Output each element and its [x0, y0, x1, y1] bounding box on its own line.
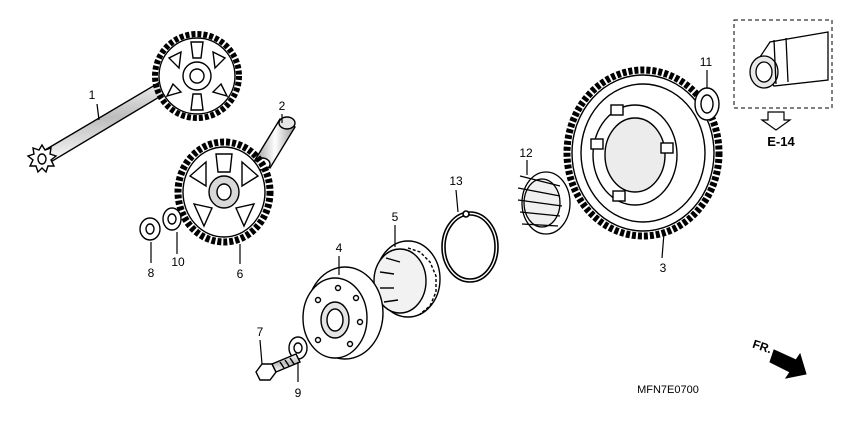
leader-lines [96, 70, 708, 382]
part-12-needle-bearing [517, 171, 571, 235]
callout-13: 13 [449, 174, 463, 188]
part-6-idle-gear [174, 138, 274, 246]
front-direction-arrow-icon [769, 349, 807, 379]
part-13-snap-ring [441, 210, 499, 283]
part-4-starter-clutch-outer [302, 266, 384, 360]
callout-2: 2 [279, 99, 286, 113]
callout-11: 11 [700, 55, 713, 69]
reference-arrow-icon [760, 111, 792, 131]
part-1-idle-gear-shaft [26, 31, 242, 174]
reference-inset [733, 19, 833, 131]
part-2-collar [253, 116, 296, 171]
callout-12: 12 [519, 146, 533, 160]
part-10-washer [162, 207, 182, 231]
part-7-flange-bolt [255, 353, 301, 381]
callout-4: 4 [336, 241, 343, 255]
part-11-washer [694, 87, 720, 121]
callout-10: 10 [171, 255, 185, 269]
diagram-code: MFN7E0700 [637, 384, 699, 396]
large-gear-on-shaft [152, 31, 242, 121]
reference-label: E-14 [767, 134, 795, 149]
small-pinion-gear [26, 143, 58, 174]
part-8-thrust-washer [139, 217, 161, 241]
callout-8: 8 [148, 266, 155, 280]
callout-5: 5 [392, 210, 399, 224]
callout-7: 7 [257, 325, 264, 339]
callout-6: 6 [237, 267, 244, 281]
callout-1: 1 [89, 88, 96, 102]
part-3-starter-driven-gear [563, 66, 723, 240]
front-direction-label: FR. [751, 337, 774, 356]
callout-3: 3 [660, 261, 667, 275]
callout-9: 9 [295, 386, 302, 400]
part-5-one-way-clutch [373, 240, 441, 318]
